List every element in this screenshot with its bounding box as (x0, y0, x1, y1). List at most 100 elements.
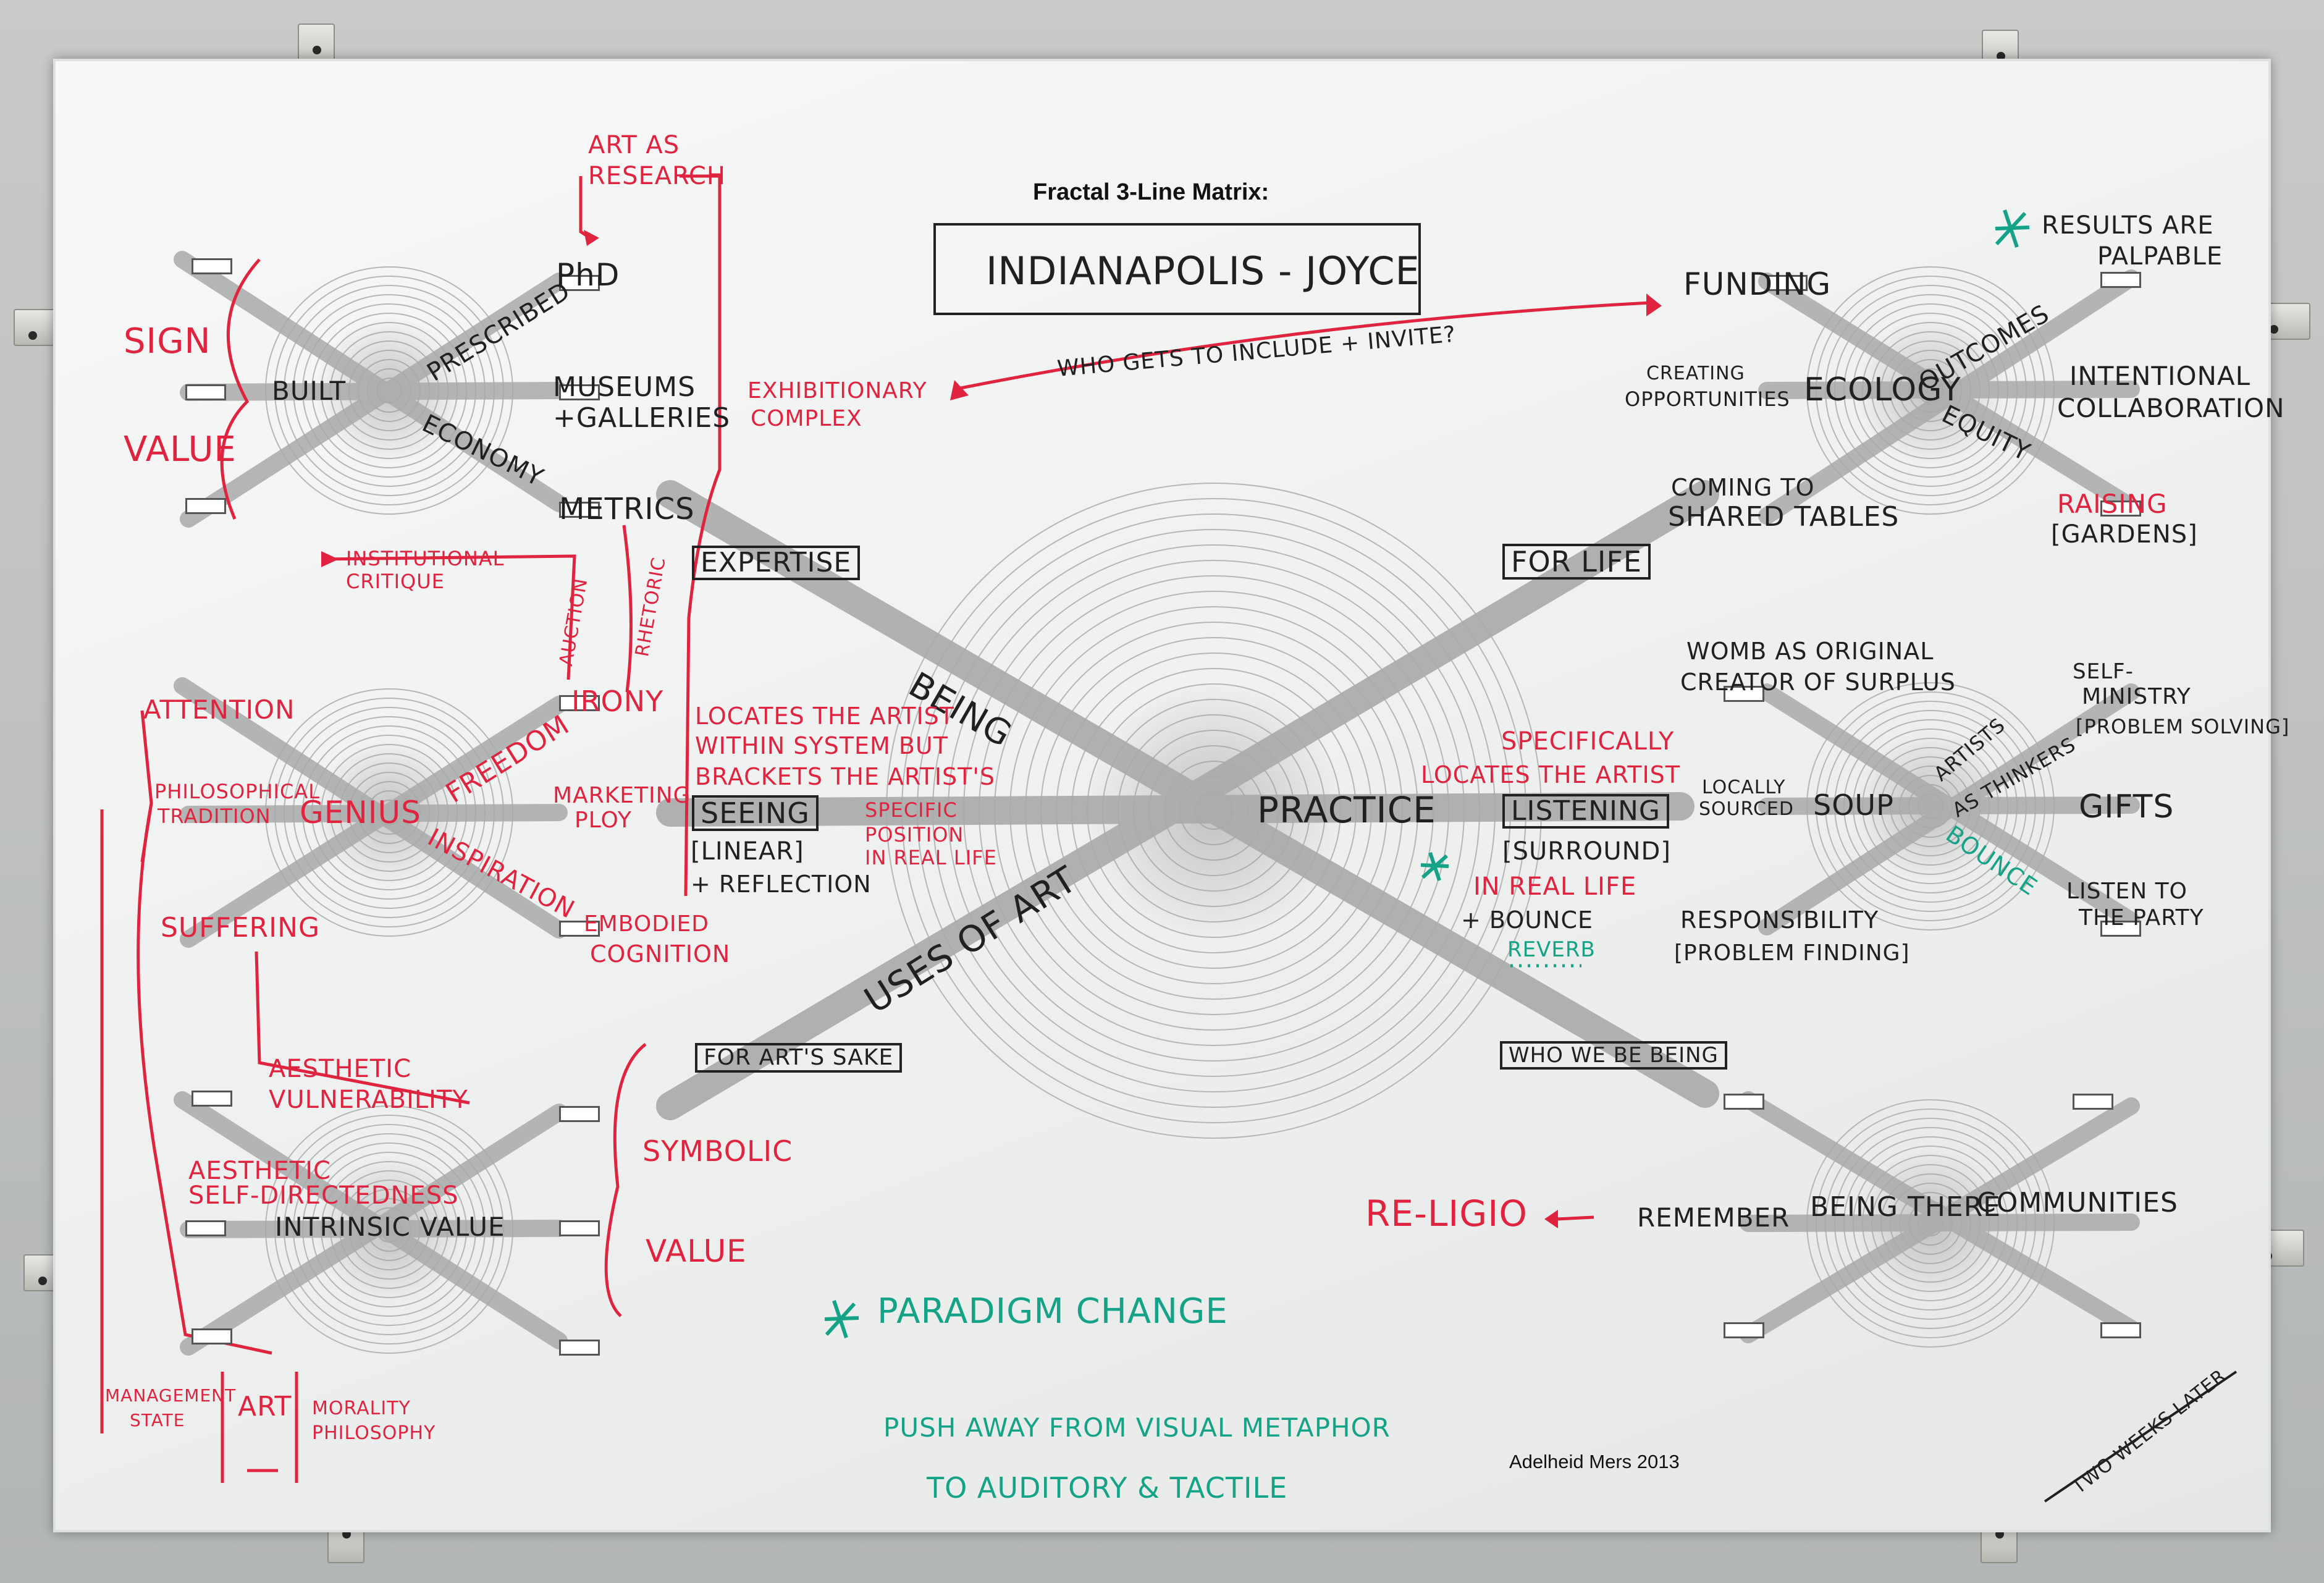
ministry-label: MINISTRY (2082, 684, 2191, 709)
ploy-label: PLOY (575, 808, 632, 833)
seeing-box: SEEING (692, 795, 819, 831)
sign-label: SIGN (124, 321, 211, 361)
management-label: MANAGEMENT (105, 1385, 237, 1406)
built-label: BUILT (272, 376, 347, 406)
genius-label: GENIUS (300, 795, 421, 830)
ecology-label: ECOLOGY (1804, 371, 1961, 408)
art-center-label: ART (238, 1391, 292, 1422)
philosophical-label: PHILOSOPHICAL (154, 780, 321, 803)
locates-line-3: BRACKETS THE ARTIST'S (695, 763, 995, 790)
credit: Adelheid Mers 2013 (1509, 1451, 1680, 1472)
galleries-label: +GALLERIES (553, 402, 731, 434)
intentional-label: INTENTIONAL (2069, 361, 2251, 391)
diagram-heading: Fractal 3-Line Matrix: (1033, 179, 1269, 205)
being-there-label: BEING THERE (1810, 1191, 2002, 1223)
main-bars (656, 480, 1719, 1120)
slot (559, 695, 600, 711)
red-annotation-lines (100, 174, 1650, 1483)
slot (185, 498, 226, 514)
small-crosses (174, 251, 2140, 1356)
slot (2100, 272, 2141, 288)
funding-label: FUNDING (1683, 266, 1832, 302)
aesthetic-self-1: AESTHETIC (188, 1157, 331, 1185)
institutional-label: INSTITUTIONAL (346, 547, 505, 570)
symbolic-label: SYMBOLIC (642, 1134, 793, 1168)
linear-label: [LINEAR] (691, 837, 804, 866)
remember-label: REMEMBER (1637, 1202, 1790, 1233)
womb-line-2: CREATOR OF SURPLUS (1680, 669, 1956, 696)
slot (185, 1220, 226, 1236)
intrinsic-value-label: INTRINSIC VALUE (275, 1212, 505, 1242)
exhibitionary-label: EXHIBITIONARY (747, 378, 927, 403)
marketing-label: MARKETING (553, 783, 691, 808)
problem-finding-label: [PROBLEM FINDING] (1674, 940, 1910, 966)
metrics-label: METRICS (559, 492, 695, 526)
art-as-label: ART AS (588, 131, 680, 159)
communities-label: COMMUNITIES (1977, 1187, 2178, 1218)
irony-label: IRONY (571, 685, 664, 718)
title-box-frame (933, 223, 1421, 315)
re-ligio-label: RE-LIGIO (1365, 1193, 1528, 1235)
listening-box: LISTENING (1502, 794, 1669, 829)
slot (559, 275, 600, 291)
position-label: POSITION (865, 823, 964, 846)
slot (559, 1220, 600, 1236)
morality-label: MORALITY (312, 1398, 411, 1419)
aesthetic-self-2: SELF-DIRECTEDNESS (188, 1181, 459, 1210)
collaboration-label: COLLABORATION (2057, 393, 2285, 423)
slot (1724, 1094, 1764, 1110)
slot (559, 502, 600, 518)
palpable-label: PALPABLE (2097, 242, 2223, 271)
suffering-label: SUFFERING (161, 912, 321, 943)
slot (2100, 1322, 2141, 1338)
self-label: SELF- (2073, 659, 2134, 684)
green-asterisks (824, 209, 2030, 1338)
slot (1724, 1322, 1764, 1338)
shared-tables-label: SHARED TABLES (1668, 501, 1900, 533)
slot (1724, 686, 1764, 702)
listen-to-label: LISTEN TO (2066, 879, 2187, 904)
aesthetic-vulnerability-2: VULNERABILITY (269, 1086, 468, 1114)
the-party-label: THE PARTY (2079, 905, 2204, 931)
specifically-label: SPECIFICALLY (1501, 727, 1675, 756)
practice-label: PRACTICE (1257, 789, 1436, 831)
coming-to-label: COMING TO (1671, 474, 1815, 501)
red-arrowheads (321, 230, 1662, 1228)
value-label-bottom: VALUE (646, 1233, 747, 1269)
sourced-label: SOURCED (1699, 798, 1794, 820)
raising-label: RAISING (2057, 489, 2168, 519)
phd-label: PhD (556, 257, 620, 293)
who-we-be-being-box: WHO WE BE BEING (1500, 1041, 1727, 1070)
slot (559, 1106, 600, 1122)
slot (559, 384, 600, 400)
responsibility-label: RESPONSIBILITY (1680, 906, 1879, 934)
attention-label: ATTENTION (143, 694, 295, 725)
to-auditory-label: TO AUDITORY & TACTILE (927, 1471, 1288, 1505)
slot (2073, 1094, 2113, 1110)
locates-line-1: LOCATES THE ARTIST (695, 703, 954, 730)
expertise-box: EXPERTISE (692, 546, 861, 580)
opportunities-label: OPPORTUNITIES (1625, 387, 1790, 411)
paradigm-change-label: PARADIGM CHANGE (877, 1291, 1228, 1332)
slot (192, 1091, 232, 1107)
slot (192, 258, 232, 274)
slot (192, 1328, 232, 1344)
womb-line-1: WOMB AS ORIGINAL (1686, 638, 1934, 665)
in-real-life-left: IN REAL LIFE (865, 846, 997, 869)
problem-solving-label: [PROBLEM SOLVING] (2076, 715, 2290, 738)
creating-label: CREATING (1646, 363, 1745, 384)
slot (2100, 921, 2141, 937)
reverb-label: REVERB (1507, 937, 1596, 962)
research-label: RESEARCH (588, 162, 726, 190)
tradition-label: TRADITION (158, 804, 271, 828)
results-are-label: RESULTS ARE (2042, 211, 2214, 240)
cognition-label: COGNITION (590, 940, 731, 968)
for-life-box: FOR LIFE (1502, 544, 1651, 580)
gifts-label: GIFTS (2079, 788, 2175, 825)
reflection-label: + REFLECTION (691, 871, 872, 898)
surround-label: [SURROUND] (1502, 837, 1671, 866)
aesthetic-vulnerability-1: AESTHETIC (269, 1055, 411, 1083)
slot (2100, 500, 2141, 517)
value-label-top: VALUE (124, 429, 237, 470)
